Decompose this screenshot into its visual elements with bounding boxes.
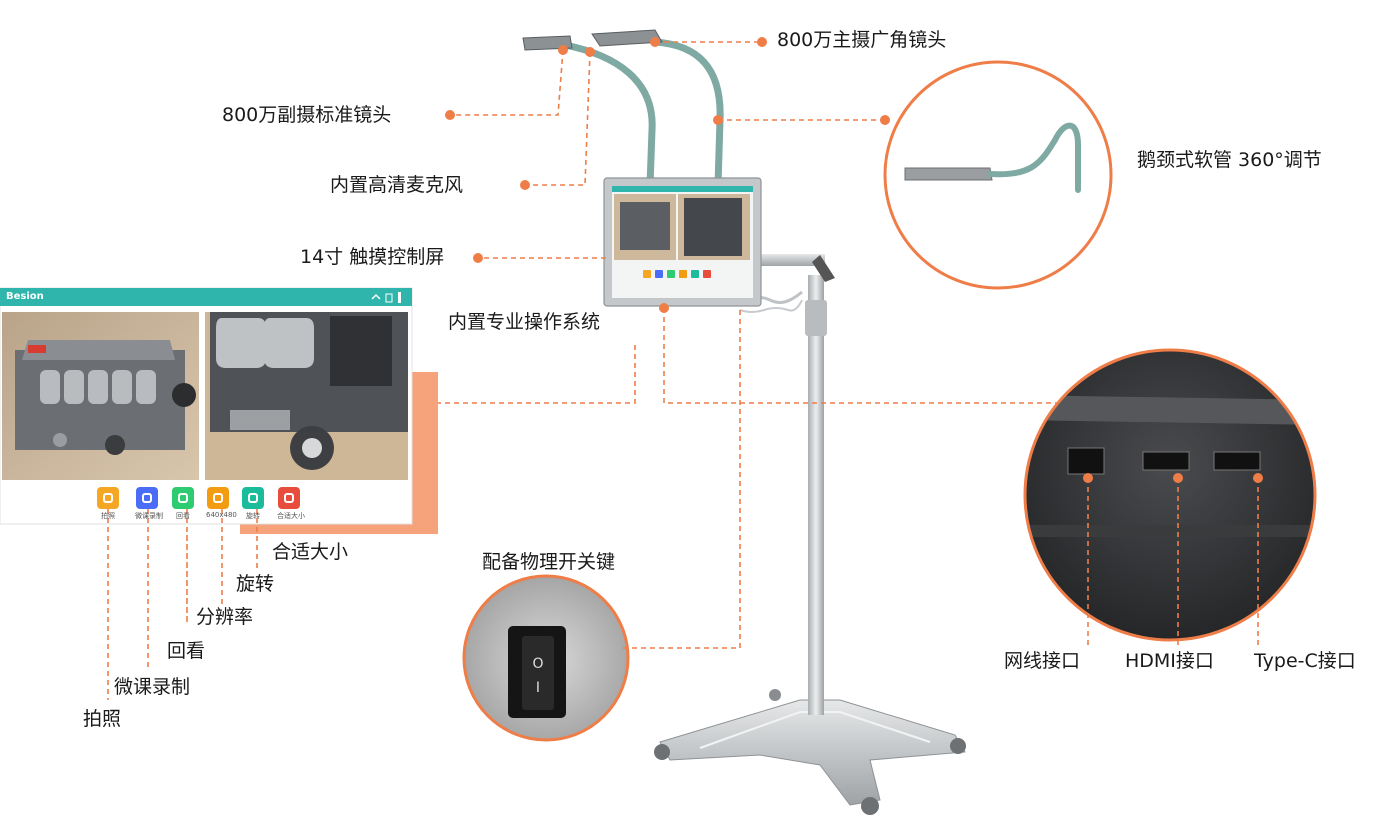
photo-button[interactable]: 拍照 (96, 487, 120, 521)
resolution-button[interactable]: 640x480 (206, 487, 237, 519)
main-camera (591, 29, 663, 47)
toolbar-caption: 640x480 (206, 511, 237, 519)
ethernet-port (1067, 447, 1105, 475)
label-sub-camera: 800万副摄标准镜头 (222, 104, 392, 126)
callout-fit: 合适大小 (272, 541, 349, 563)
toolbar-caption: 旋转 (246, 512, 260, 520)
fit-size-button[interactable]: 合适大小 (277, 487, 305, 521)
toolbar-caption: 合适大小 (277, 512, 305, 520)
switch-off-mark: O (532, 656, 543, 672)
toolbar-icon (278, 487, 300, 509)
callout-resolution: 分辨率 (196, 606, 254, 628)
toolbar-icon (136, 487, 158, 509)
engine-view-wide (2, 312, 199, 480)
toolbar-caption: 拍照 (101, 512, 115, 520)
toolbar-caption: 微课录制 (135, 512, 163, 520)
label-hdmi: HDMI接口 (1125, 650, 1214, 672)
zoom-ports (1023, 348, 1317, 642)
big-screen (0, 287, 438, 534)
zoom-switch: O I (462, 574, 630, 742)
callout-photo: 拍照 (83, 708, 122, 730)
switch-on-mark: I (536, 680, 540, 696)
label-os: 内置专业操作系统 (448, 311, 601, 333)
screen-toolbar: 拍照 微课录制 回看 640x480 旋转 合适大小 (96, 487, 316, 523)
toolbar-icon (97, 487, 119, 509)
toolbar-icon (172, 487, 194, 509)
label-microphone: 内置高清麦克风 (330, 174, 464, 196)
usb-c-port (1213, 451, 1261, 471)
label-touch-screen: 14寸 触摸控制屏 (300, 246, 445, 268)
screen-brand: Besion (6, 291, 44, 302)
callout-playback: 回看 (167, 640, 206, 662)
status-icons (371, 292, 401, 303)
callout-record: 微课录制 (114, 676, 191, 698)
label-main-camera: 800万主摄广角镜头 (777, 29, 947, 51)
leader-lines (107, 41, 1259, 700)
toolbar-icon (207, 487, 229, 509)
small-monitor (603, 177, 762, 307)
label-power-switch: 配备物理开关键 (482, 551, 616, 573)
playback-button[interactable]: 回看 (171, 487, 195, 521)
label-gooseneck: 鹅颈式软管 360°调节 (1137, 149, 1322, 171)
zoom-gooseneck (883, 60, 1113, 290)
stand-pole (808, 275, 824, 715)
engine-view-zoom (205, 312, 408, 480)
record-button[interactable]: 微课录制 (135, 487, 163, 521)
hdmi-port (1142, 451, 1190, 471)
leader-dots (143, 37, 1263, 502)
toolbar-caption: 回看 (176, 512, 190, 520)
rotate-button[interactable]: 旋转 (241, 487, 265, 521)
label-ethernet: 网线接口 (1004, 650, 1081, 672)
gooseneck-cameras (522, 29, 724, 189)
callout-rotate: 旋转 (236, 573, 275, 595)
stand (654, 254, 966, 815)
toolbar-icon (242, 487, 264, 509)
label-type-c: Type-C接口 (1254, 650, 1356, 672)
